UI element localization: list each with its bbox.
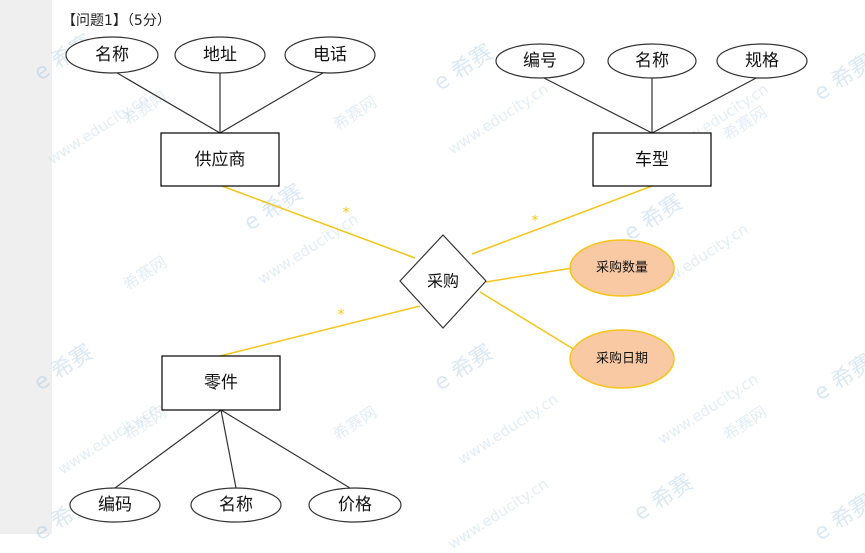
car-name-attr: 名称 [635, 51, 669, 71]
attr-ellipse [308, 487, 402, 523]
supplier-entity-label: 供应商 [195, 150, 246, 170]
part-purchase-line [219, 305, 421, 357]
part-code-attr: 编码 [98, 495, 132, 515]
attr-ellipse [65, 36, 159, 74]
cardinality-mark-part: * [338, 307, 345, 323]
connector-line [220, 409, 237, 489]
purchase-date-attr: 采购日期 [596, 351, 648, 367]
cardinality-mark-car: * [532, 213, 539, 229]
attr-ellipse [495, 43, 585, 79]
attr-ellipse [190, 487, 282, 523]
car-model-attribute-lines [539, 75, 761, 134]
car-purchase-line [471, 185, 653, 255]
quantity-attribute-line [485, 267, 573, 283]
question-header: 【问题1】（5分） [62, 13, 171, 29]
attr-ellipse-highlight [569, 239, 675, 297]
connector-line [114, 409, 222, 489]
attr-ellipse-highlight [569, 329, 675, 389]
part-attribute-lines [114, 409, 351, 489]
relationship-lines [219, 185, 653, 357]
er-diagram: 供应商 车型 零件 采购 名称 地址 电话 编号 名称 规格 编码 名称 价格 … [65, 36, 808, 523]
part-entity-label: 零件 [204, 373, 238, 393]
attr-ellipse [607, 43, 697, 79]
purchase-relationship-diamond [399, 234, 487, 329]
cardinality-mark-supplier: * [343, 205, 350, 221]
car-code-attr: 编号 [523, 51, 557, 71]
attr-ellipse [69, 487, 161, 523]
supplier-purchase-line [221, 185, 416, 259]
attr-ellipse [174, 36, 266, 74]
purchase-relationship-label: 采购 [427, 272, 459, 291]
connector-line [651, 75, 761, 134]
connector-line [539, 75, 653, 134]
date-attribute-line [479, 291, 576, 351]
car-spec-attr: 规格 [745, 51, 779, 71]
part-price-attr: 价格 [338, 495, 372, 515]
attr-ellipse [284, 36, 376, 74]
supplier-attribute-lines [111, 69, 329, 134]
part-name-attr: 名称 [219, 495, 253, 515]
supplier-address-attr: 地址 [203, 45, 237, 65]
supplier-name-attr: 名称 [95, 45, 129, 65]
left-margin-strip [0, 0, 52, 534]
purchase-quantity-attr: 采购数量 [596, 260, 648, 276]
supplier-phone-attr: 电话 [313, 45, 347, 65]
connector-line [111, 69, 221, 134]
connector-line [219, 69, 329, 134]
attr-ellipse [716, 43, 808, 79]
car-model-entity-box [592, 132, 712, 187]
car-model-entity-label: 车型 [635, 150, 669, 170]
supplier-entity-box [160, 132, 280, 187]
part-entity-box [161, 355, 281, 411]
connector-line [220, 409, 351, 489]
